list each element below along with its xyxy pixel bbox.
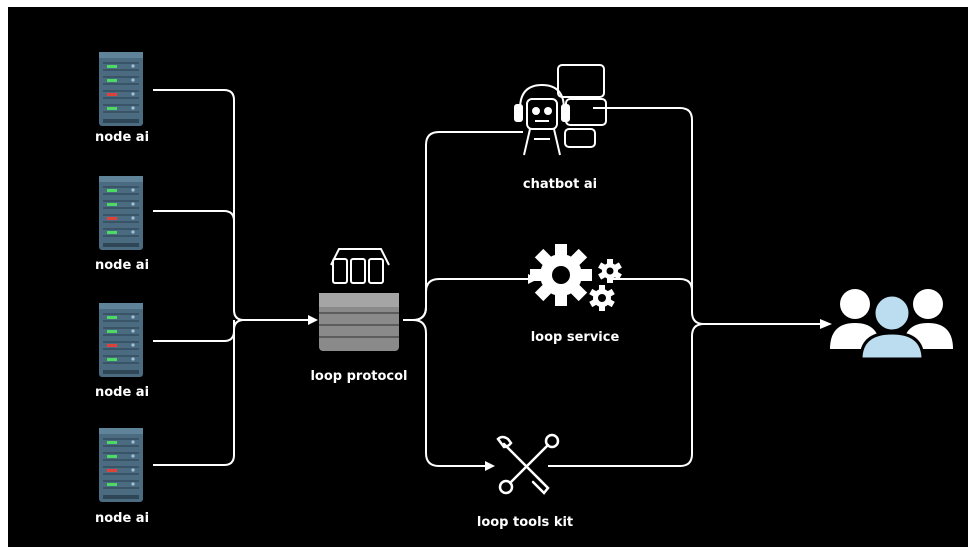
node-label-2: node ai — [94, 258, 150, 273]
gears-icon — [530, 244, 622, 311]
link-node1-protocol — [153, 89, 245, 321]
tools-label: loop tools kit — [476, 515, 574, 530]
protocol-label: loop protocol — [310, 369, 408, 384]
chatbot-label: chatbot ai — [522, 177, 598, 192]
node-label-4: node ai — [94, 511, 150, 526]
architecture-diagram — [98, 51, 953, 503]
link-protocol-chatbot — [403, 131, 523, 321]
link-chatbot-users — [593, 107, 705, 325]
link-service-users — [608, 278, 693, 312]
link-node2-protocol — [153, 210, 235, 310]
link-node3-protocol — [153, 320, 235, 342]
arrowhead-protocol — [308, 315, 318, 325]
arrowhead-tools — [485, 461, 495, 471]
link-protocol-service — [412, 278, 528, 321]
diagram-canvas: node ai node ai node ai node ai loop pro… — [8, 7, 968, 547]
arrowhead-users — [820, 319, 832, 329]
link-protocol-tools — [412, 319, 485, 467]
server-rack-icon — [98, 302, 144, 378]
service-label: loop service — [530, 330, 620, 345]
stacked-blocks-icon — [319, 248, 399, 351]
node-label-1: node ai — [94, 130, 150, 145]
wrench-screwdriver-icon — [496, 433, 560, 495]
users-group-icon — [830, 289, 953, 361]
server-rack-icon — [98, 51, 144, 127]
robot-headset-icon — [514, 64, 607, 156]
connector-lines — [153, 89, 820, 467]
server-rack-icon — [98, 427, 144, 503]
link-tools-users — [548, 323, 820, 467]
server-rack-icon — [98, 175, 144, 251]
node-label-3: node ai — [94, 385, 150, 400]
link-node4-protocol — [153, 319, 308, 466]
